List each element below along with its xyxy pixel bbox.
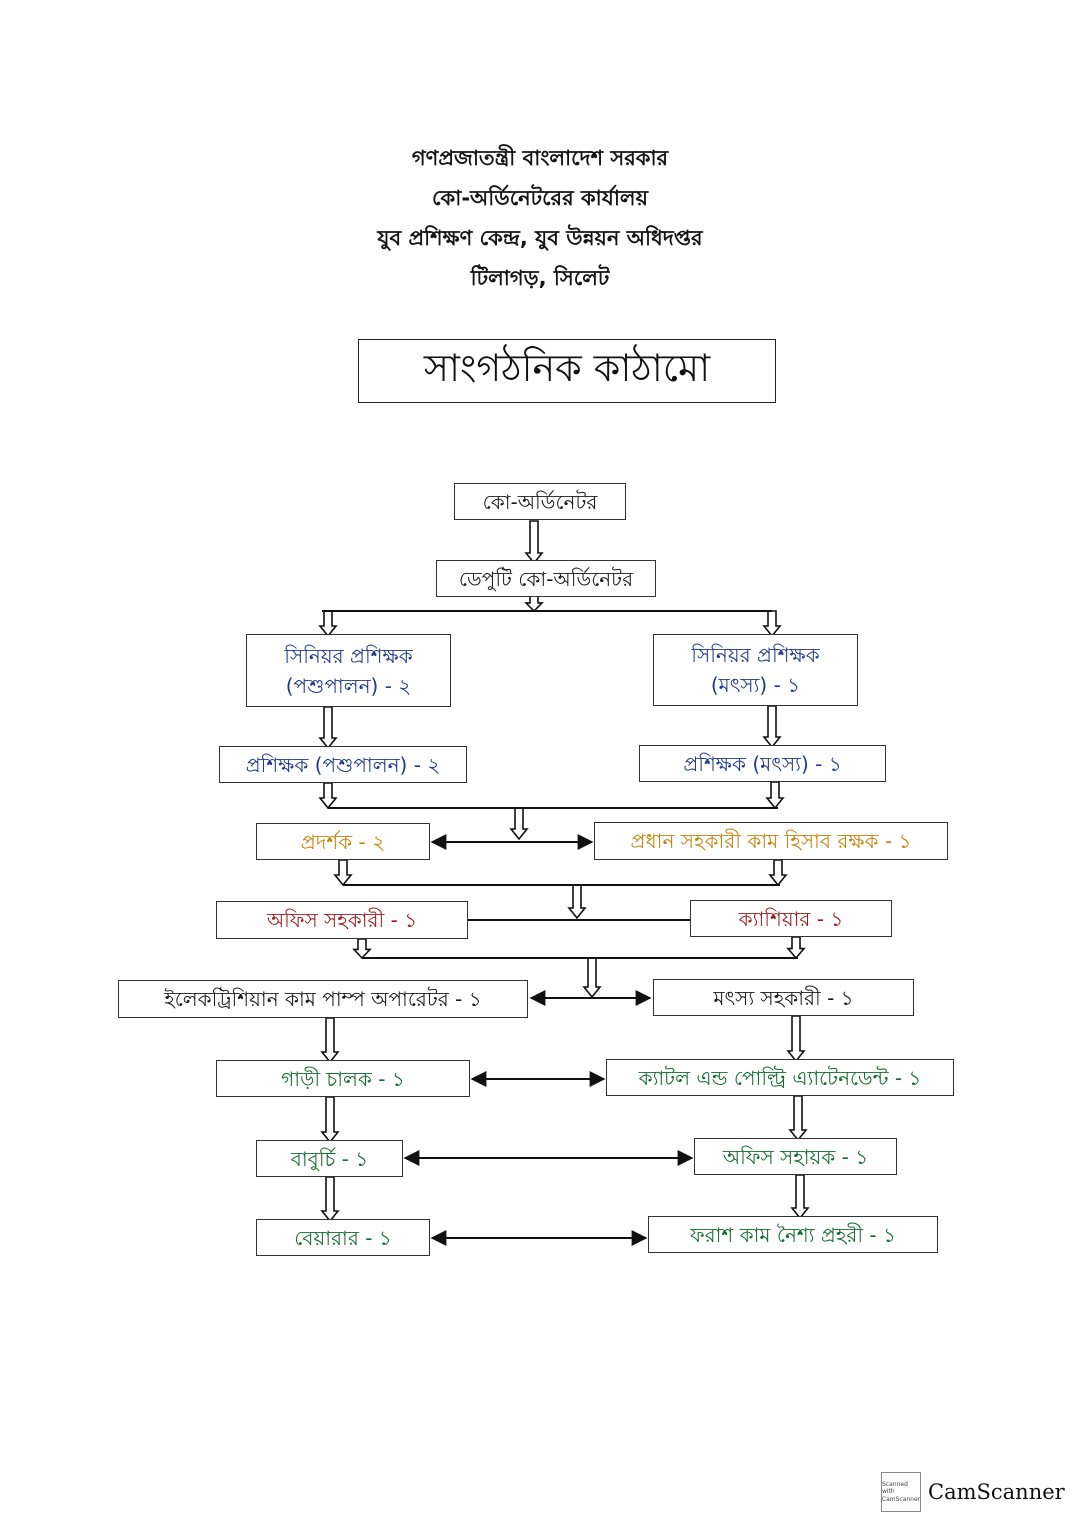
hollow-down-arrow-icon (765, 781, 785, 810)
node-cook-label: বাবুর্চি - ১ (290, 1146, 369, 1171)
hollow-down-arrow-icon (790, 1174, 810, 1220)
node-driver: গাড়ী চালক - ১ (216, 1060, 470, 1097)
header-line-office: কো-অর্ডিনেটরের কার্যালয় (432, 186, 648, 210)
node-office-helper: অফিস সহায়ক - ১ (694, 1138, 897, 1175)
node-cashier-label: ক্যাশিয়ার - ১ (738, 906, 844, 931)
hollow-down-arrow-icon (788, 1095, 808, 1142)
node-senior-trainer-livestock-line1: সিনিয়র প্রশিক্ষক (284, 643, 413, 668)
hollow-down-arrow-icon (762, 610, 782, 638)
node-trainer-fisheries-label: প্রশিক্ষক (মৎস্য) - ১ (683, 751, 842, 776)
hollow-down-arrow-icon (567, 884, 587, 920)
camscanner-scanned-with: Scanned with (882, 1481, 908, 1496)
node-electrician-pump-operator-label: ইলেকট্রিশিয়ান কাম পাম্প অপারেটর - ১ (164, 987, 482, 1011)
node-guard-night: ফরাশ কাম নৈশ্য প্রহরী - ১ (648, 1216, 938, 1253)
hollow-down-arrow-icon (318, 706, 338, 750)
node-guard-night-label: ফরাশ কাম নৈশ্য প্রহরী - ১ (690, 1222, 896, 1247)
node-office-assistant: অফিস সহকারী - ১ (216, 901, 468, 939)
node-demonstrator: প্রদর্শক - ২ (256, 823, 430, 860)
node-senior-trainer-fisheries-line1: সিনিয়র প্রশিক্ষক (691, 643, 820, 667)
hollow-down-arrow-icon (524, 520, 544, 565)
node-senior-trainer-livestock: সিনিয়র প্রশিক্ষক (পশুপালন) - ২ (246, 634, 451, 707)
header-line-government: গণপ্রজাতন্ত্রী বাংলাদেশ সরকার (411, 146, 669, 170)
camscanner-brand: CamScanner (928, 1480, 1065, 1504)
hollow-down-arrow-icon (318, 782, 338, 810)
node-head-assistant-accountant: প্রধান সহকারী কাম হিসাব রক্ষক - ১ (594, 822, 948, 860)
hollow-down-arrow-icon (762, 705, 782, 749)
node-coordinator: কো-অর্ডিনেটর (454, 483, 626, 520)
node-cook: বাবুর্চি - ১ (256, 1140, 403, 1177)
header-line-location: টিলাগড়, সিলেট (470, 266, 610, 290)
header-line-centre: যুব প্রশিক্ষণ কেন্দ্র, যুব উন্নয়ন অধিদপ… (377, 226, 703, 250)
node-driver-label: গাড়ী চালক - ১ (281, 1066, 405, 1091)
node-fisheries-assistant-label: মৎস্য সহকারী - ১ (713, 985, 854, 1010)
node-trainer-livestock: প্রশিক্ষক (পশুপালন) - ২ (219, 746, 467, 783)
camscanner-logo-icon: Scanned with CamScanner (881, 1472, 921, 1512)
node-fisheries-assistant: মৎস্য সহকারী - ১ (653, 979, 914, 1016)
node-cashier: ক্যাশিয়ার - ১ (690, 900, 892, 937)
node-senior-trainer-fisheries-line2: (মৎস্য) - ১ (710, 673, 801, 697)
node-deputy-coordinator: ডেপুটি কো-অর্ডিনেটর (436, 560, 656, 597)
node-senior-trainer-livestock-line2: (পশুপালন) - ২ (285, 673, 412, 698)
hollow-down-arrow-icon (352, 938, 372, 960)
node-cattle-poultry-attendant: ক্যাটল এন্ড পোল্ট্রি এ্যাটেনডেন্ট - ১ (606, 1059, 954, 1096)
node-trainer-fisheries: প্রশিক্ষক (মৎস্য) - ১ (639, 745, 886, 782)
hollow-down-arrow-icon (320, 1096, 340, 1144)
hollow-down-arrow-icon (333, 859, 353, 887)
hollow-down-arrow-icon (768, 859, 788, 887)
node-trainer-livestock-label: প্রশিক্ষক (পশুপালন) - ২ (245, 752, 441, 777)
node-office-assistant-label: অফিস সহকারী - ১ (266, 908, 418, 932)
node-electrician-pump-operator: ইলেকট্রিশিয়ান কাম পাম্প অপারেটর - ১ (118, 980, 528, 1018)
node-senior-trainer-fisheries: সিনিয়র প্রশিক্ষক (মৎস্য) - ১ (653, 634, 858, 706)
node-office-helper-label: অফিস সহায়ক - ১ (722, 1144, 869, 1169)
hollow-down-arrow-icon (786, 936, 806, 960)
node-demonstrator-label: প্রদর্শক - ২ (300, 829, 386, 854)
camscanner-small-brand: CamScanner (881, 1495, 921, 1503)
node-head-assistant-accountant-label: প্রধান সহকারী কাম হিসাব রক্ষক - ১ (630, 829, 912, 853)
hollow-down-arrow-icon (318, 610, 338, 638)
node-bearer-label: বেয়ারার - ১ (294, 1225, 392, 1250)
page-title: সাংগঠনিক কাঠামো (358, 339, 776, 403)
hollow-down-arrow-icon (582, 957, 602, 999)
hollow-down-arrow-icon (320, 1176, 340, 1223)
node-deputy-coordinator-label: ডেপুটি কো-অর্ডিনেটর (458, 566, 634, 591)
node-bearer: বেয়ারার - ১ (256, 1219, 430, 1256)
node-coordinator-label: কো-অর্ডিনেটর (482, 489, 598, 514)
hollow-down-arrows (318, 520, 810, 1223)
node-cattle-poultry-attendant-label: ক্যাটল এন্ড পোল্ট্রি এ্যাটেনডেন্ট - ১ (638, 1065, 922, 1090)
header: গণপ্রজাতন্ত্রী বাংলাদেশ সরকার কো-অর্ডিনে… (0, 138, 1080, 298)
hollow-down-arrow-icon (509, 807, 529, 841)
hollow-down-arrow-icon (786, 1015, 806, 1063)
hollow-down-arrow-icon (320, 1017, 340, 1064)
